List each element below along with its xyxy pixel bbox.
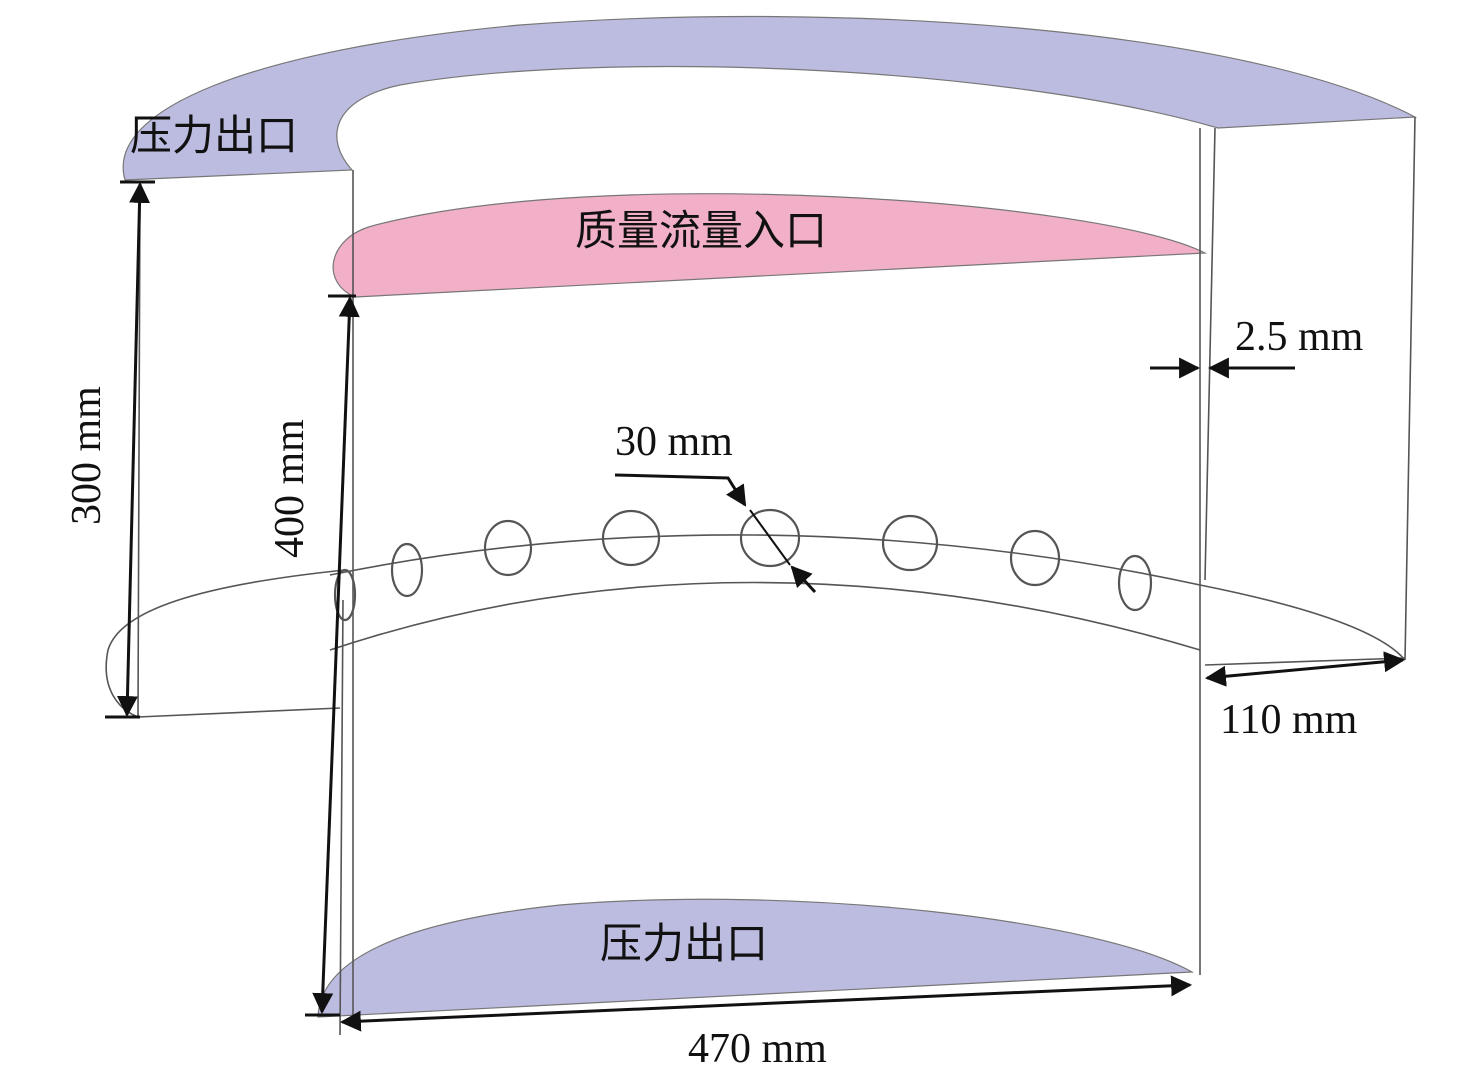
outer-height-dimension: 300 mm <box>64 386 110 525</box>
hole-diameter-dimension: 30 mm <box>615 419 733 465</box>
hole <box>1009 529 1061 587</box>
hole <box>739 508 801 568</box>
ring-width-dimension: 110 mm <box>1220 697 1358 743</box>
dilution-holes <box>333 508 1153 622</box>
wall-thickness-dimension: 2.5 mm <box>1235 314 1364 360</box>
bottom-pressure-outlet-label: 压力出口 <box>600 919 768 968</box>
hole <box>483 519 533 577</box>
diameter-dimension: 470 mm <box>688 1026 827 1072</box>
mass-flow-inlet-surface <box>332 193 1208 298</box>
mass-flow-inlet-label: 质量流量入口 <box>575 206 827 255</box>
hole <box>601 509 661 567</box>
hole <box>390 542 424 598</box>
inner-height-dimension: 400 mm <box>267 419 313 558</box>
dimension-lines <box>105 180 1406 1032</box>
hole <box>881 514 939 572</box>
hole <box>1117 554 1153 612</box>
top-pressure-outlet-surface <box>122 15 1418 181</box>
top-pressure-outlet-label: 压力出口 <box>130 111 298 160</box>
